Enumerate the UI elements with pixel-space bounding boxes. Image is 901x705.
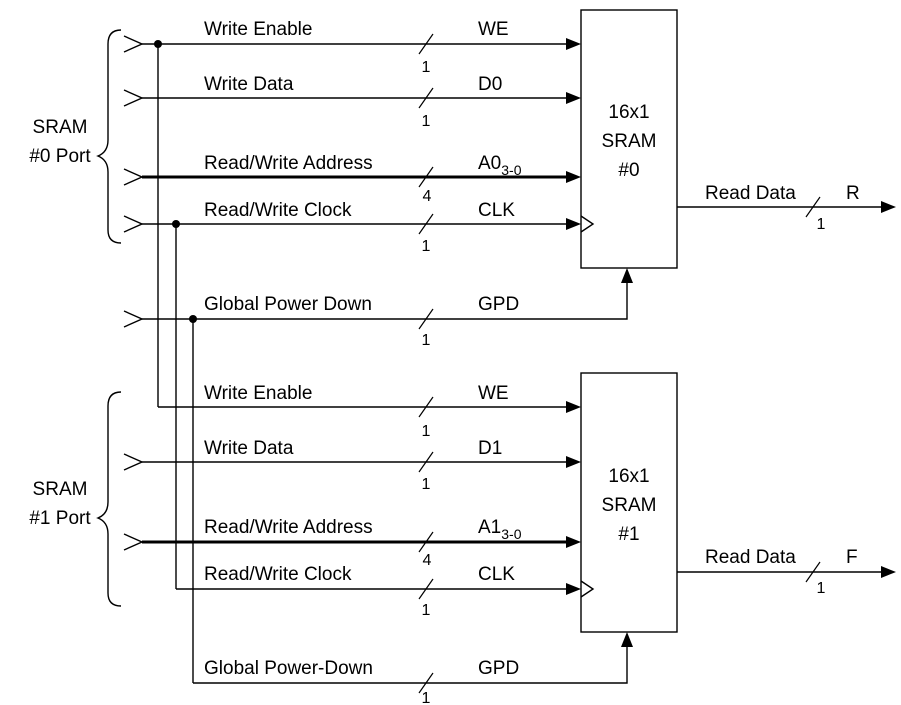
sram0-port-label-line2: #0 Port [29,146,91,167]
input-chevron-a0 [123,168,144,186]
sram0-addr-arrow [566,171,581,183]
sram1-we-width: 1 [422,423,431,440]
sram0-addr-width-tick [418,166,434,188]
sram1-block-line3: #1 [618,524,639,545]
sram1-out-signal: F [846,547,858,568]
sram1-out-width-tick [805,561,821,583]
gpd1-width: 1 [422,690,431,705]
sram0-we-width-tick [418,33,434,55]
sram0-block-line3: #0 [618,160,639,181]
sram1-addr-width: 4 [423,552,432,569]
input-chevron-d1 [123,453,144,471]
sram1-clk-arrow [566,583,581,595]
sram0-addr-label: Read/Write Address [204,153,373,174]
sram0-clk-width: 1 [422,238,431,255]
sram0-data-label: Write Data [204,74,294,95]
sram1-we-arrow [566,401,581,413]
sram1-addr-arrow [566,536,581,548]
sram1-block-line1: 16x1 [608,466,649,487]
sram0-out-width: 1 [817,216,826,233]
sram1-we-signal: WE [478,383,509,404]
input-chevron-gpd [123,310,144,328]
input-chevron-d0 [123,89,144,107]
sram1-clk-width-tick [418,578,434,600]
sram0-port-brace [96,29,122,244]
sram0-data-width: 1 [422,113,431,130]
input-chevron-we [123,35,144,53]
sram0-clk-width-tick [418,213,434,235]
sram1-port-label-line2: #1 Port [29,508,91,529]
sram1-port-label-line1: SRAM [33,479,88,500]
sram0-we-arrow [566,38,581,50]
sram0-clk-signal: CLK [478,200,515,221]
sram0-out-label: Read Data [705,183,796,204]
sram0-addr-signal-base: A0 [478,153,501,174]
sram0-out-arrow [881,201,896,213]
sram1-addr-signal-base: A1 [478,517,501,538]
sram0-we-signal: WE [478,19,509,40]
gpd0-label: Global Power Down [204,294,372,315]
sram0-clk-arrow [566,218,581,230]
sram0-out-signal: R [846,183,860,204]
sram0-block [580,9,678,269]
gpd1-arrow [621,632,633,647]
sram0-data-signal: D0 [478,74,502,95]
sram1-data-arrow [566,456,581,468]
sram0-we-width: 1 [422,59,431,76]
sram1-addr-signal: A13-0 [478,517,522,542]
input-chevron-a1 [123,533,144,551]
sram1-clk-signal: CLK [478,564,515,585]
sram0-out-width-tick [805,196,821,218]
gpd0-arrow [621,268,633,283]
sram1-clk-label: Read/Write Clock [204,564,352,585]
sram1-block-line2: SRAM [602,495,657,516]
gpd0-width-tick [418,308,434,330]
sram1-data-label: Write Data [204,438,294,459]
sram0-block-line2: SRAM [602,131,657,152]
gpd1-width-tick [418,672,434,694]
gpd0-signal: GPD [478,294,519,315]
sram1-out-arrow [881,566,896,578]
gpd1-signal: GPD [478,658,519,679]
sram1-out-label: Read Data [705,547,796,568]
sram1-port-brace [96,391,122,607]
gpd1-wire [193,647,628,684]
sram1-we-width-tick [418,396,434,418]
sram1-clock-input-marker [580,580,595,598]
sram0-block-line1: 16x1 [608,102,649,123]
sram1-data-width: 1 [422,476,431,493]
sram0-clk-label: Read/Write Clock [204,200,352,221]
sram0-we-label: Write Enable [204,19,312,40]
sram1-we-label: Write Enable [204,383,312,404]
sram0-addr-signal: A03-0 [478,153,522,178]
gpd1-label: Global Power-Down [204,658,373,679]
gpd0-width: 1 [422,332,431,349]
sram1-addr-label: Read/Write Address [204,517,373,538]
sram0-data-arrow [566,92,581,104]
sram0-addr-width: 4 [423,188,432,205]
gpd0-wire [142,283,628,320]
sram0-port-label-line1: SRAM [33,117,88,138]
sram1-out-width: 1 [817,580,826,597]
sram0-clock-input-marker [580,215,595,233]
sram1-addr-signal-subscript: 3-0 [501,526,521,542]
sram1-data-width-tick [418,451,434,473]
sram0-addr-signal-subscript: 3-0 [501,162,521,178]
sram0-data-width-tick [418,87,434,109]
sram1-clk-width: 1 [422,602,431,619]
sram1-addr-width-tick [418,531,434,553]
input-chevron-clk [123,215,144,233]
sram1-data-signal: D1 [478,438,502,459]
sram1-block [580,372,678,633]
